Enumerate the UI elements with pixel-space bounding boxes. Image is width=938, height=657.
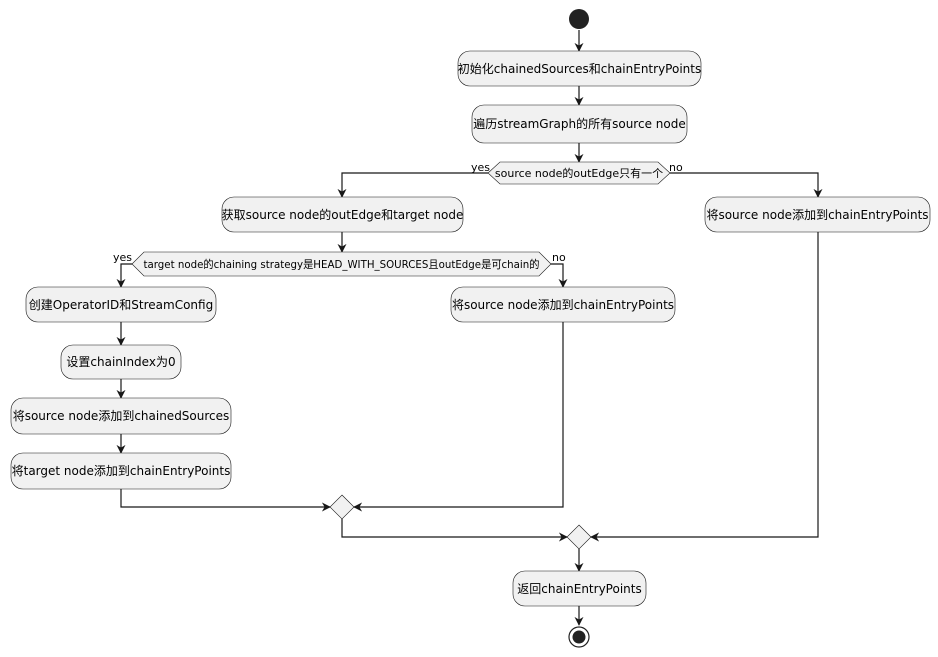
node-init: 初始化chainedSources和chainEntryPoints [457, 50, 702, 87]
node-set-index-label: 设置chainIndex为0 [66, 355, 175, 369]
edge-inner-yes [116, 263, 132, 288]
merge-inner [329, 494, 355, 520]
decision-inner-no-label: no [552, 251, 566, 264]
start-node [569, 9, 589, 29]
node-outer-add-entry: 将source node添加到chainEntryPoints [704, 196, 931, 233]
node-get-edge-label: 获取source node的outEdge和target node [222, 207, 464, 222]
decision-outer-yes-label: yes [471, 161, 490, 174]
node-inner-add-entry: 将source node添加到chainEntryPoints [450, 286, 676, 323]
decision-outer: source node的outEdge只有一个 [487, 161, 671, 185]
decision-inner: target node的chaining strategy是HEAD_WITH_… [131, 251, 552, 277]
node-return-label: 返回chainEntryPoints [517, 582, 641, 596]
node-init-label: 初始化chainedSources和chainEntryPoints [458, 62, 701, 76]
node-create-op: 创建OperatorID和StreamConfig [25, 286, 217, 323]
edge-outer-no [670, 172, 823, 198]
decision-outer-no-label: no [669, 161, 683, 174]
node-set-index: 设置chainIndex为0 [60, 344, 182, 380]
edges [116, 30, 823, 626]
decision-inner-question: target node的chaining strategy是HEAD_WITH_… [144, 257, 540, 271]
end-node [568, 626, 590, 648]
decision-inner-yes-label: yes [113, 251, 132, 264]
node-traverse-label: 遍历streamGraph的所有source node [473, 116, 685, 131]
node-add-target-entry-label: 将target node添加到chainEntryPoints [12, 464, 231, 478]
node-add-chained: 将source node添加到chainedSources [10, 397, 232, 435]
node-inner-add-entry-label: 将source node添加到chainEntryPoints [452, 298, 674, 312]
node-add-chained-label: 将source node添加到chainedSources [13, 409, 230, 423]
merge-outer [566, 524, 592, 550]
node-create-op-label: 创建OperatorID和StreamConfig [29, 298, 213, 312]
edge-merge1-merge2 [341, 519, 568, 542]
node-get-edge: 获取source node的outEdge和target node [222, 196, 464, 233]
edge-outer-yes [337, 172, 488, 198]
node-traverse: 遍历streamGraph的所有source node [471, 104, 688, 144]
decision-outer-question: source node的outEdge只有一个 [495, 166, 663, 180]
node-outer-add-entry-label: 将source node添加到chainEntryPoints [706, 208, 928, 222]
node-add-target-entry: 将target node添加到chainEntryPoints [10, 452, 232, 490]
edge-addtarget-merge1 [120, 489, 331, 512]
edge-outeradd-merge2 [590, 232, 819, 542]
edge-inneradd-merge1 [353, 322, 564, 512]
node-return: 返回chainEntryPoints [512, 570, 647, 607]
edge-inner-no [551, 263, 568, 288]
